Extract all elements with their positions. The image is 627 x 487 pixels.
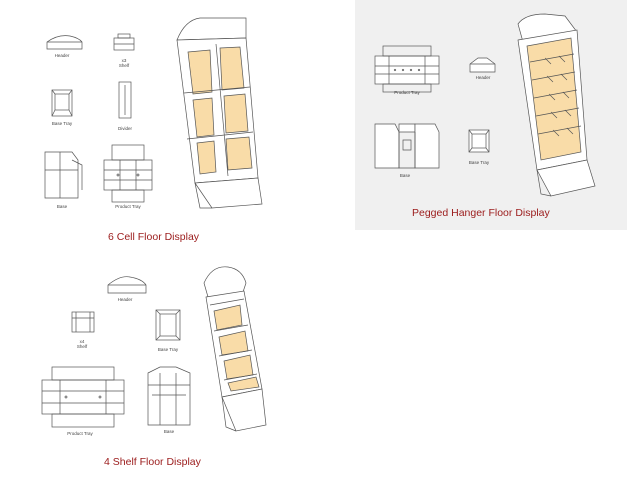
four-shelf-base-part-drawing — [147, 366, 191, 426]
four-shelf-display-panel: Header x4 Shelf Base Tray Product Tray B… — [0, 255, 300, 487]
four-shelf-diagram — [41, 266, 267, 432]
header-label: Header — [54, 53, 70, 58]
four-shelf-product-tray-label: Product Tray — [67, 431, 93, 436]
pegged-header-label: Header — [475, 75, 491, 80]
six-cell-caption: 6 Cell Floor Display — [108, 231, 200, 243]
product-tray-part-drawing — [103, 144, 153, 203]
four-shelf-shelf-label: Shelf — [76, 344, 88, 349]
pegged-base-label: Base — [399, 173, 411, 178]
pegged-product-tray-label: Product Tray — [394, 90, 420, 95]
pegged-header-part-drawing — [469, 57, 496, 73]
pegged-hanger-diagram — [374, 13, 596, 197]
six-cell-assembled-drawing — [176, 17, 263, 209]
divider-part-drawing — [118, 81, 132, 119]
base-label: Base — [56, 204, 68, 209]
pegged-product-tray-part-drawing — [374, 45, 440, 93]
four-shelf-shelf-part-drawing — [71, 311, 95, 333]
pegged-base-tray-label: Base Tray — [468, 160, 490, 165]
six-cell-display-panel: Header x3 Shelf Base Tray Divider Base P… — [0, 0, 300, 250]
base-part-drawing — [44, 151, 83, 199]
four-shelf-base-label: Base — [163, 429, 175, 434]
four-shelf-base-tray-part-drawing — [155, 309, 181, 341]
six-cell-diagram — [44, 17, 263, 209]
pegged-base-tray-part-drawing — [468, 129, 490, 153]
shelf-label: Shelf — [118, 63, 130, 68]
pegged-hanger-assembled-drawing — [517, 13, 596, 197]
divider-label: Divider — [117, 126, 132, 131]
four-shelf-product-tray-part-drawing — [41, 366, 125, 428]
header-part-drawing — [46, 35, 83, 50]
four-shelf-caption: 4 Shelf Floor Display — [104, 456, 201, 468]
pegged-base-part-drawing — [374, 123, 440, 169]
four-shelf-assembled-drawing — [203, 266, 267, 432]
pegged-hanger-caption: Pegged Hanger Floor Display — [412, 207, 550, 219]
four-shelf-header-part-drawing — [107, 276, 147, 294]
base-tray-part-drawing — [51, 89, 73, 117]
base-tray-label: Base Tray — [51, 121, 73, 126]
product-tray-label: Product Tray — [115, 204, 141, 209]
pegged-hanger-display-panel: Product Tray Header Base Base Tray Pegge… — [355, 0, 627, 230]
shelf-num: x3 — [121, 58, 127, 63]
four-shelf-base-tray-label: Base Tray — [157, 347, 179, 352]
four-shelf-header-label: Header — [117, 297, 133, 302]
four-shelf-shelf-num: x4 — [79, 339, 85, 344]
shelf-part-drawing — [113, 33, 135, 51]
